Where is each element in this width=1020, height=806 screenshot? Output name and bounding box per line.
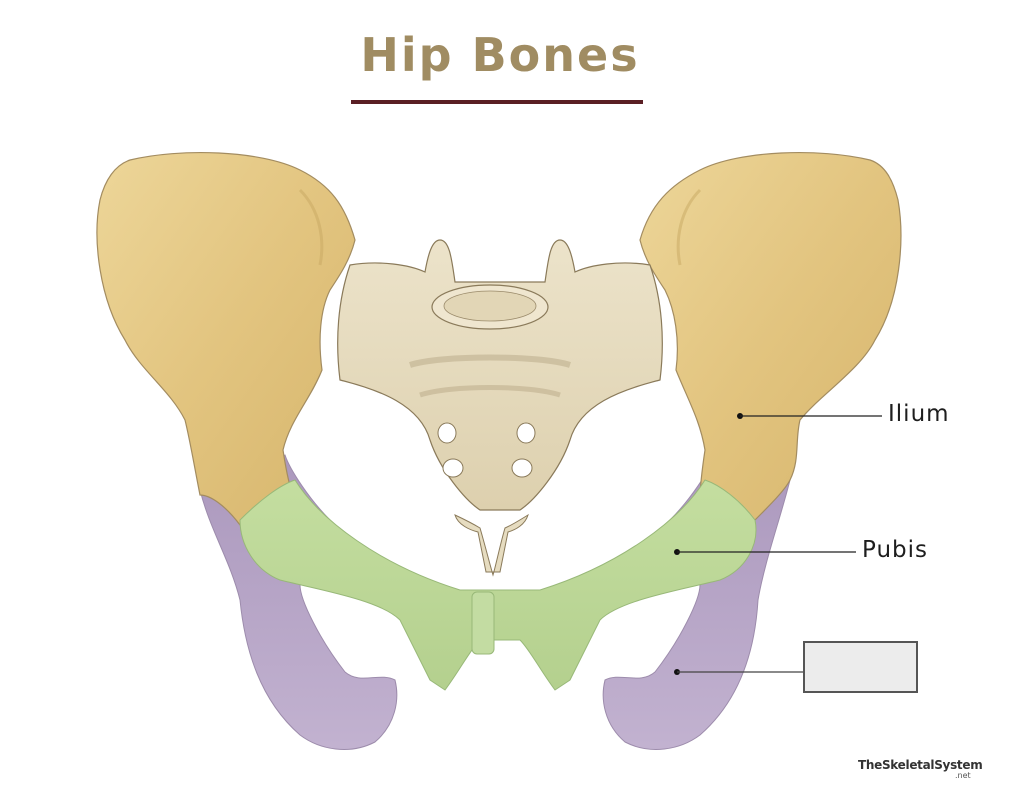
page-title: Hip Bones: [360, 28, 640, 82]
pubic-symphysis: [471, 591, 495, 655]
right-ilium: [639, 152, 902, 521]
watermark-brand: TheSkeletalSystem: [858, 758, 983, 772]
watermark-suffix: .net: [955, 771, 971, 780]
ischium-blank-label-box[interactable]: [803, 641, 918, 693]
sacrum: [337, 239, 663, 577]
pubis-label: Pubis: [862, 537, 929, 563]
ilium-label: Ilium: [888, 401, 950, 427]
leader-lines: [674, 413, 882, 675]
pubis: [239, 479, 757, 691]
title-underline: [351, 100, 643, 104]
left-ilium: [96, 152, 356, 526]
